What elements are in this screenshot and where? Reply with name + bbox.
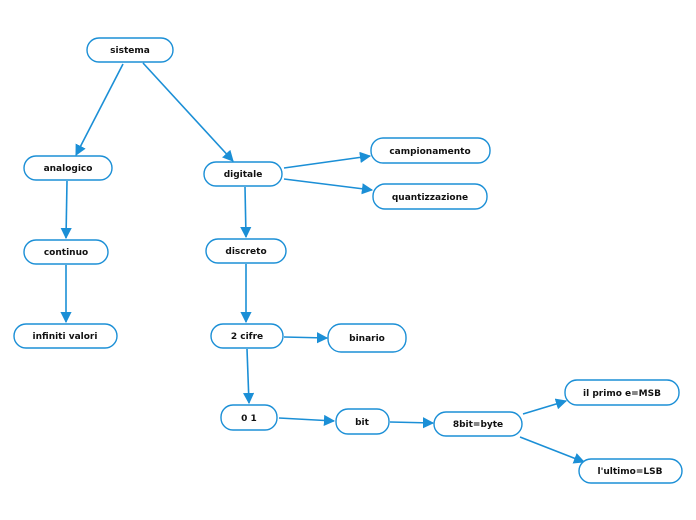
- node-discreto[interactable]: discreto: [205, 238, 287, 264]
- edge-sistema-analogico: [75, 63, 124, 156]
- node-label: 2 cifre: [231, 332, 263, 342]
- node-digitale[interactable]: digitale: [203, 161, 283, 187]
- edge-2cifre-binario: [283, 332, 329, 344]
- edge-bit-byte: [389, 417, 435, 429]
- node-label: quantizzazione: [392, 193, 468, 203]
- edge-digitale-campionamento: [283, 151, 372, 169]
- node-label: bit: [355, 418, 370, 428]
- node-label: il primo e=MSB: [583, 389, 661, 399]
- node-2-cifre[interactable]: 2 cifre: [210, 323, 284, 349]
- edge-byte-lsb: [519, 436, 586, 464]
- edges: [60, 62, 586, 464]
- node-label: analogico: [44, 164, 93, 174]
- node-continuo[interactable]: continuo: [23, 239, 109, 265]
- node-campionamento[interactable]: campionamento: [370, 137, 491, 164]
- node-label: binario: [349, 334, 385, 344]
- edge-digitale-quantizzazione: [283, 178, 374, 195]
- edge-analogico-continuo: [60, 180, 72, 240]
- node-label: sistema: [110, 46, 150, 56]
- node-0-1[interactable]: 0 1: [220, 404, 278, 431]
- node-label: campionamento: [389, 147, 470, 157]
- node-analogico[interactable]: analogico: [23, 155, 113, 181]
- node-sistema[interactable]: sistema: [86, 37, 174, 63]
- edge-digitale-discreto: [240, 186, 252, 239]
- node-8bit-byte[interactable]: 8bit=byte: [433, 411, 523, 437]
- edge-sistema-digitale: [142, 62, 234, 162]
- node-msb[interactable]: il primo e=MSB: [564, 379, 680, 406]
- edge-byte-msb: [522, 398, 568, 415]
- node-label: 8bit=byte: [453, 420, 503, 430]
- edge-01-bit: [278, 414, 336, 427]
- node-label: 0 1: [241, 414, 257, 424]
- node-quantizzazione[interactable]: quantizzazione: [372, 183, 488, 210]
- node-binario[interactable]: binario: [327, 323, 407, 353]
- node-label: infiniti valori: [33, 332, 98, 342]
- node-label: continuo: [44, 248, 88, 258]
- node-bit[interactable]: bit: [335, 408, 390, 435]
- node-infiniti-valori[interactable]: infiniti valori: [13, 323, 118, 349]
- edge-2cifre-01: [243, 348, 255, 405]
- node-label: digitale: [224, 170, 263, 180]
- node-lsb[interactable]: l'ultimo=LSB: [578, 458, 683, 484]
- node-label: discreto: [225, 247, 266, 257]
- node-label: l'ultimo=LSB: [598, 467, 663, 477]
